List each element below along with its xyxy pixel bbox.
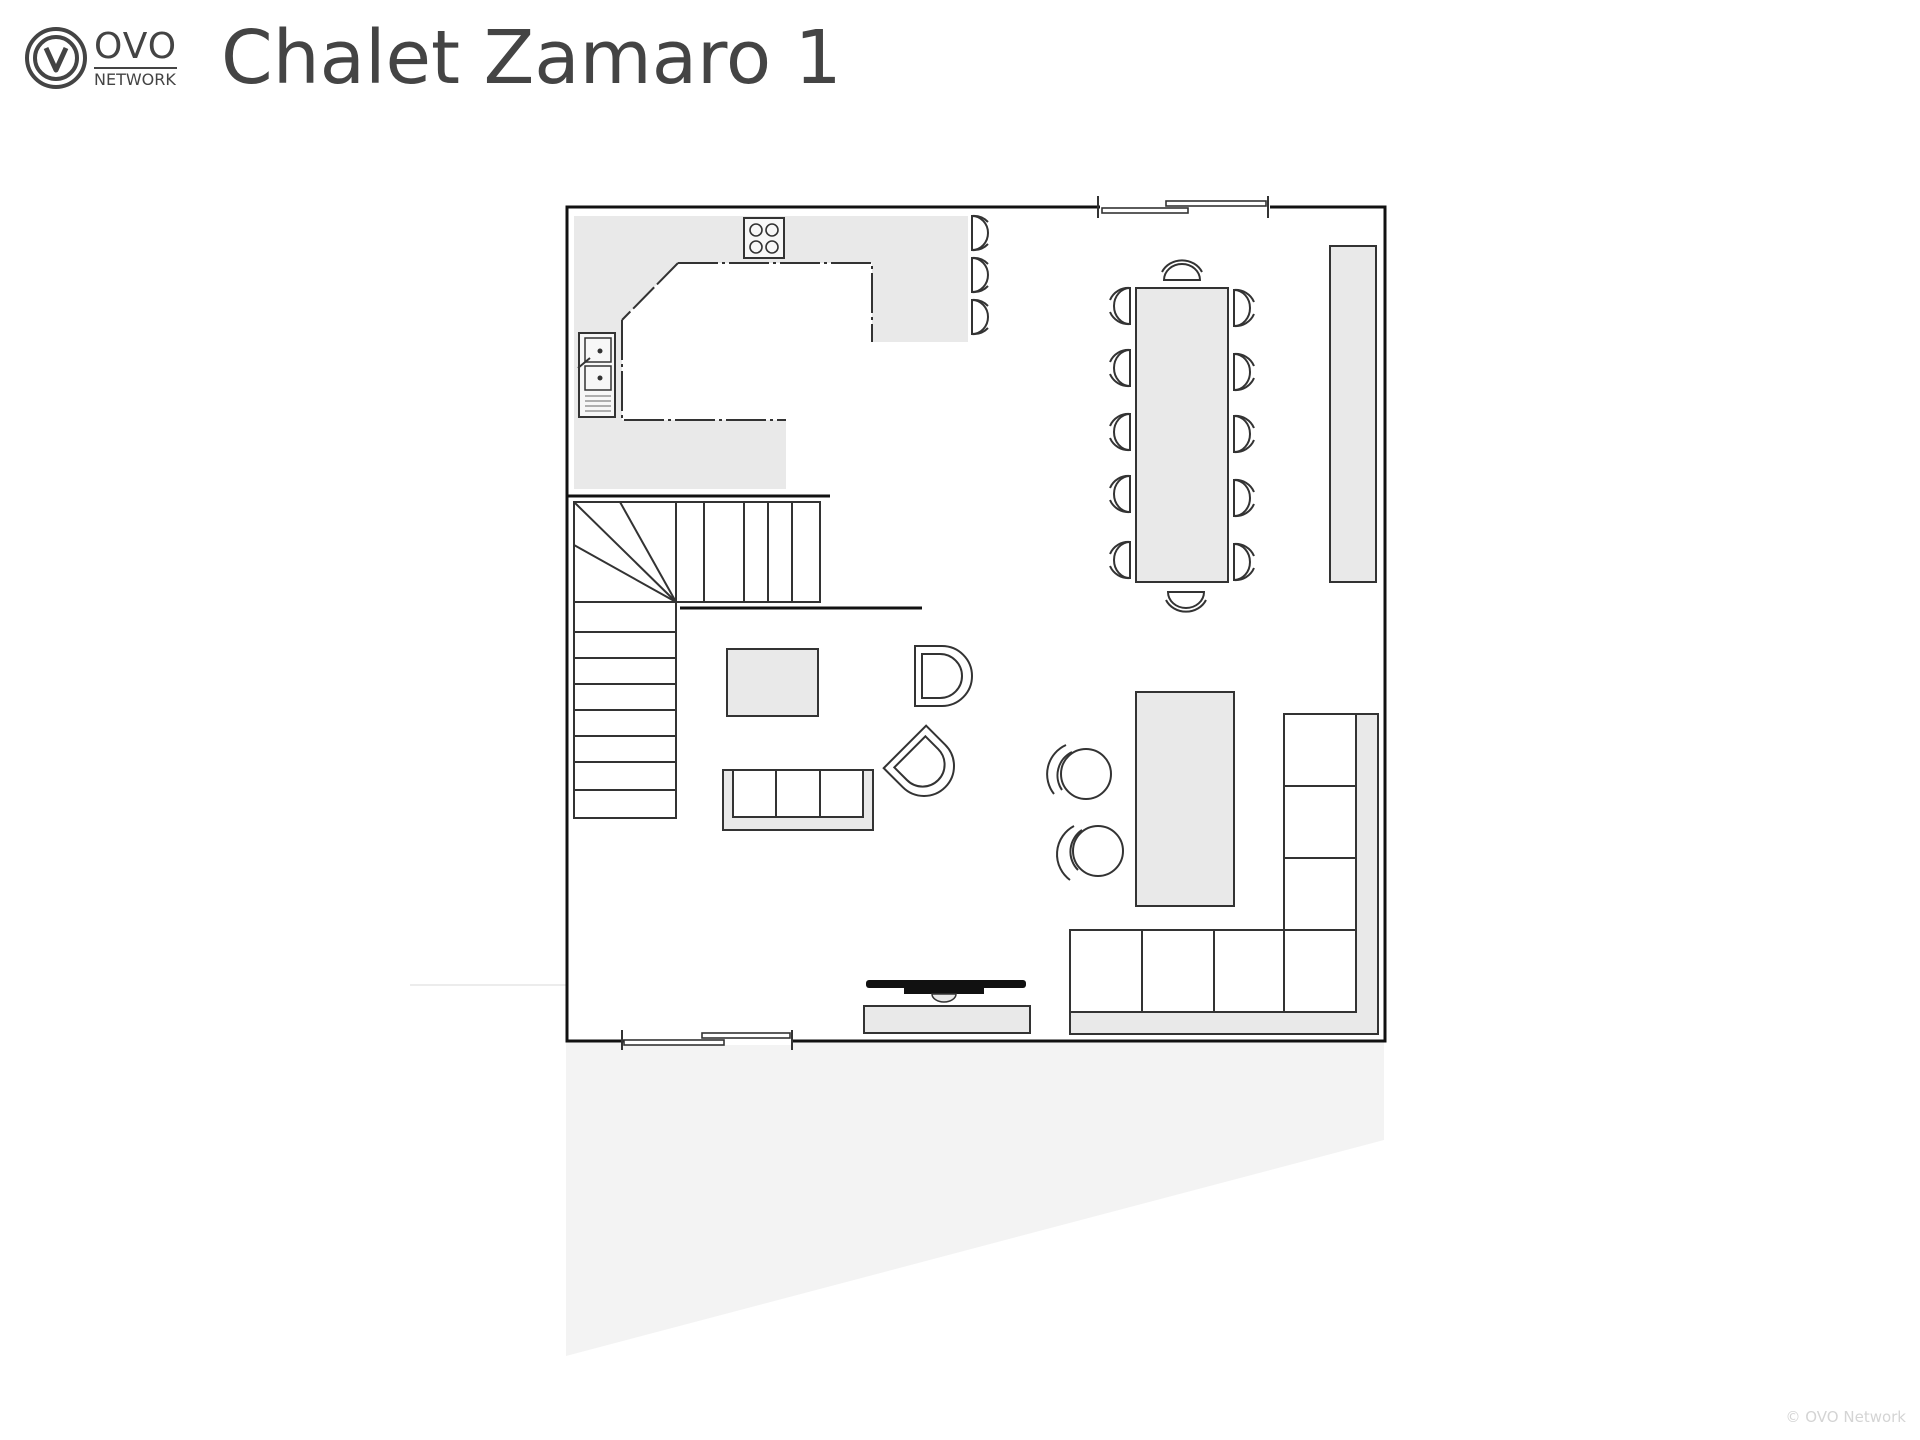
coffee-table bbox=[726, 648, 819, 717]
exterior-walls bbox=[565, 205, 1387, 1043]
copyright-notice: © OVO Network bbox=[1785, 1408, 1906, 1426]
sectional-sofa bbox=[1069, 713, 1379, 1035]
bar-table bbox=[1046, 691, 1235, 907]
ovo-v-circle-icon bbox=[25, 27, 87, 89]
staircase bbox=[573, 501, 821, 819]
logo-ovo-text: OVO bbox=[94, 25, 178, 69]
ovo-network-logo: OVO NETWORK bbox=[24, 25, 178, 90]
terrace-area bbox=[566, 1040, 1384, 1356]
header: OVO NETWORK Chalet Zamaro 1 bbox=[24, 18, 842, 98]
bar-stools bbox=[971, 214, 989, 336]
kitchen bbox=[574, 216, 968, 489]
sofa bbox=[722, 769, 874, 831]
cooktop-icon bbox=[743, 217, 785, 259]
sliding-door-bottom bbox=[621, 1030, 793, 1050]
armchair-upper bbox=[914, 645, 973, 707]
dining-area bbox=[1109, 259, 1255, 613]
sink-icon bbox=[577, 332, 616, 418]
armchair-lower bbox=[882, 724, 955, 797]
sliding-door-top bbox=[1097, 196, 1270, 218]
logo-network-text: NETWORK bbox=[94, 69, 176, 89]
page-title: Chalet Zamaro 1 bbox=[221, 15, 842, 101]
tv-unit bbox=[863, 980, 1031, 1034]
sideboard bbox=[1329, 245, 1377, 583]
